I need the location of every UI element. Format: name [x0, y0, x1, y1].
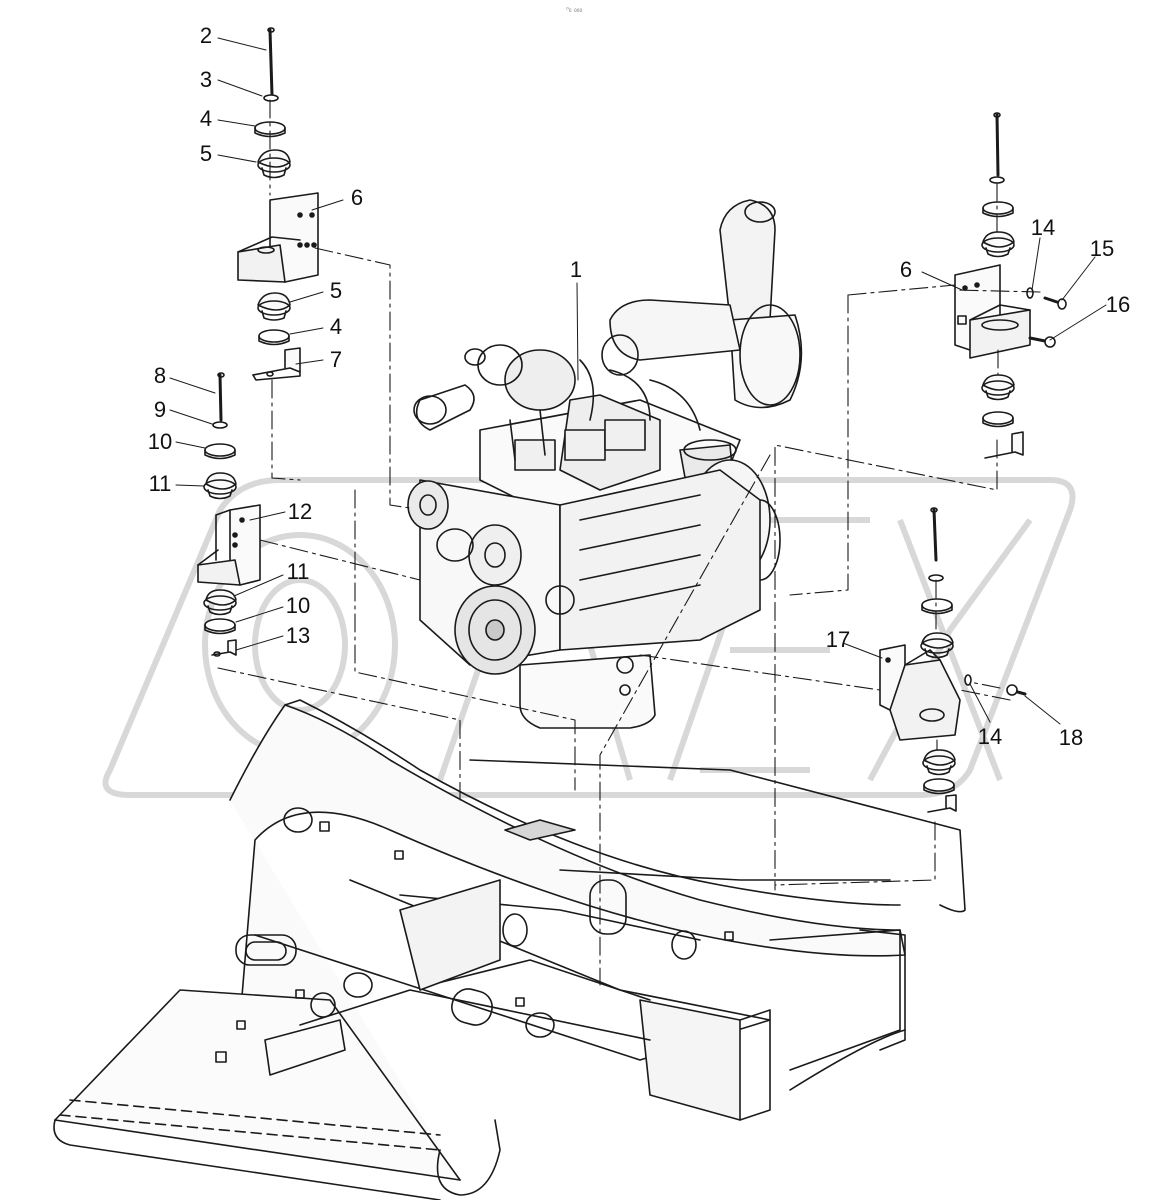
callout-14: 14	[1030, 215, 1056, 240]
callout-17: 17	[825, 627, 851, 652]
callout-11: 11	[148, 471, 172, 496]
callout-5: 5	[199, 141, 213, 166]
right-front-mount	[879, 507, 1027, 813]
left-rear-mount	[237, 27, 319, 381]
callout-13: 13	[285, 623, 311, 648]
callout-4: 4	[199, 106, 213, 131]
callout-14: 14	[977, 724, 1003, 749]
callout-2: 2	[199, 23, 213, 48]
frame-slot	[235, 934, 297, 966]
callout-15: 15	[1089, 236, 1115, 261]
callout-12: 12	[287, 499, 313, 524]
engine-assembly	[407, 199, 803, 729]
callout-10: 10	[285, 593, 311, 618]
callout-5: 5	[329, 278, 343, 303]
callout-6: 6	[350, 185, 364, 210]
callout-1: 1	[569, 257, 583, 282]
callout-11: 11	[286, 559, 310, 584]
callout-3: 3	[199, 67, 213, 92]
callout-10: 10	[147, 429, 173, 454]
callout-9: 9	[153, 397, 167, 422]
callout-4: 4	[329, 314, 343, 339]
header-caption: ⁰₀ ₀₀₀	[566, 6, 583, 14]
callout-16: 16	[1105, 292, 1131, 317]
callout-8: 8	[153, 363, 167, 388]
callout-7: 7	[329, 347, 343, 372]
chassis-frame	[53, 699, 966, 1200]
callout-18: 18	[1058, 725, 1084, 750]
callout-6: 6	[899, 257, 913, 282]
left-front-mount	[197, 372, 261, 657]
right-rear-mount	[954, 112, 1067, 459]
